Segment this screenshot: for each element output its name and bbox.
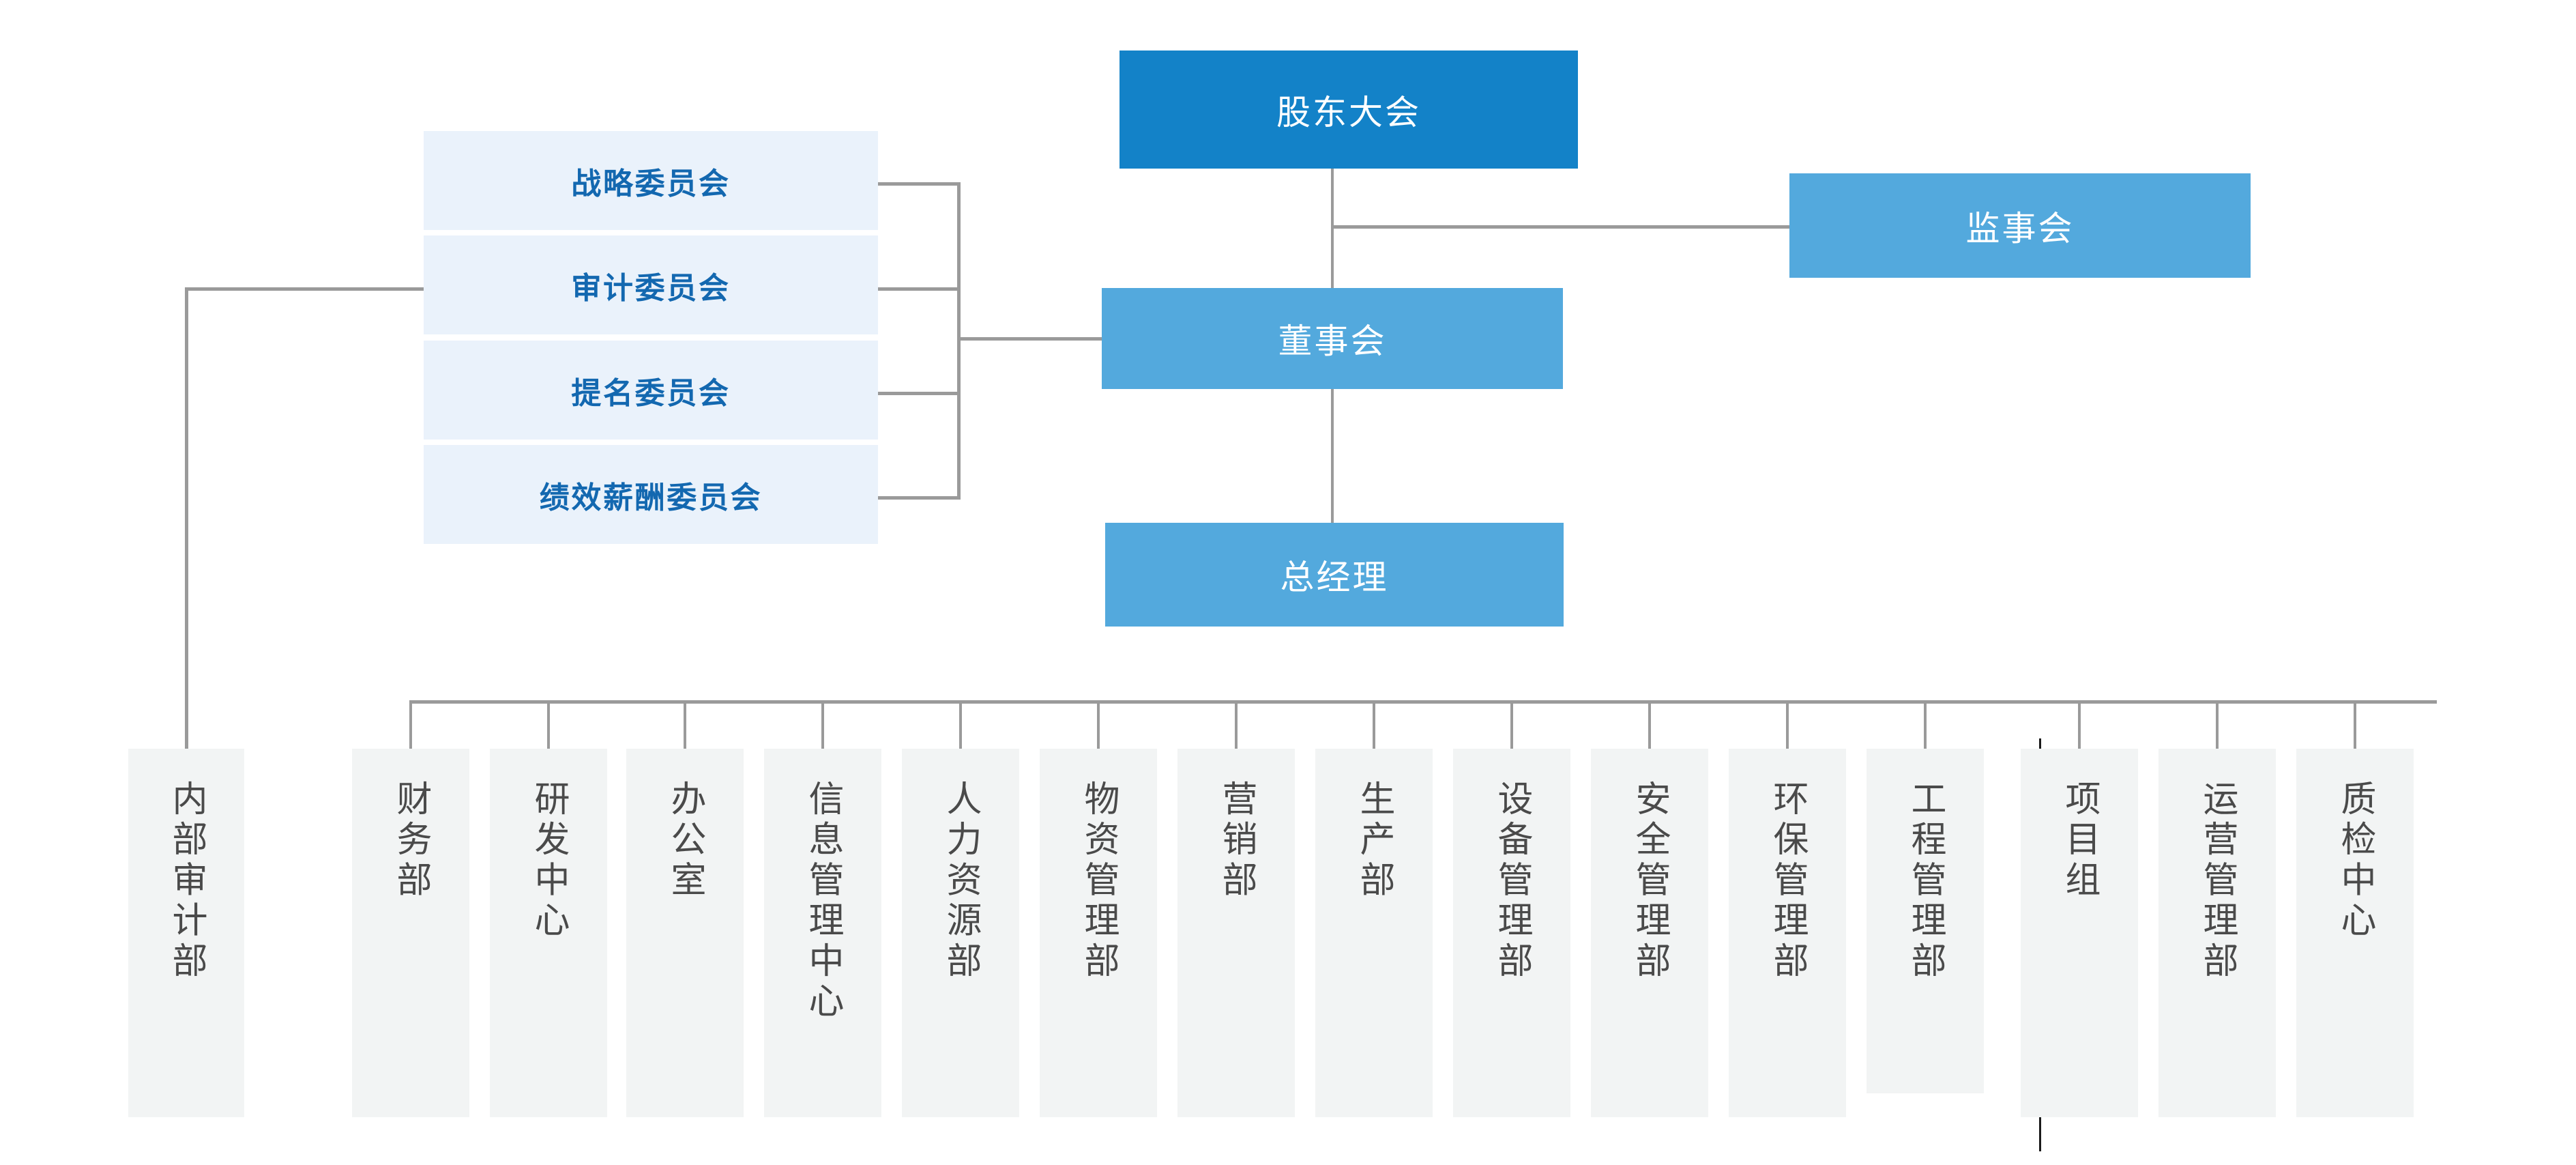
connector-board-to-committee-bus	[957, 337, 1104, 341]
node-label: 战略委员会	[571, 167, 731, 201]
node-department-3[interactable]: 办公室	[626, 749, 744, 1117]
node-department-7[interactable]: 营销部	[1177, 749, 1295, 1117]
connector-drop-department-4	[821, 700, 824, 749]
department-horizontal-bus	[411, 700, 2437, 704]
connector-drop-department-3	[684, 700, 686, 749]
department-label: 安全管理部	[1629, 780, 1670, 983]
department-label: 研发中心	[528, 780, 569, 943]
department-label: 环保管理部	[1767, 780, 1808, 983]
connector-committee-3	[877, 392, 961, 395]
connector-committee-4	[877, 496, 961, 500]
department-label: 质检中心	[2334, 780, 2375, 943]
node-department-2[interactable]: 研发中心	[490, 749, 607, 1117]
connector-drop-department-10	[1648, 700, 1651, 749]
node-committee-1[interactable]: 战略委员会	[424, 131, 878, 230]
node-board-of-directors[interactable]: 董事会	[1102, 288, 1563, 389]
department-label: 财务部	[390, 780, 431, 902]
node-label: 总经理	[1280, 558, 1389, 596]
node-department-13[interactable]: 项目组	[2021, 749, 2138, 1117]
connector-drop-department-14	[2216, 700, 2219, 749]
node-label: 股东大会	[1276, 93, 1421, 132]
node-board-of-supervisors[interactable]: 监事会	[1789, 173, 2251, 278]
connector-shareholders-to-supervisors	[1331, 225, 1789, 229]
node-label: 审计委员会	[571, 271, 731, 305]
connector-audit-to-internal-audit	[185, 287, 188, 817]
node-shareholders-meeting[interactable]: 股东大会	[1119, 51, 1578, 169]
node-department-5[interactable]: 人力资源部	[902, 749, 1019, 1117]
connector-drop-department-13	[2078, 700, 2081, 749]
connector-drop-department-2	[547, 700, 550, 749]
department-label: 营销部	[1216, 780, 1257, 902]
node-label: 监事会	[1965, 209, 2075, 248]
connector-committee-2	[877, 287, 961, 291]
connector-audit-committee-stub-left	[185, 287, 425, 291]
node-department-1[interactable]: 财务部	[352, 749, 469, 1117]
node-department-10[interactable]: 安全管理部	[1591, 749, 1708, 1117]
node-label: 董事会	[1278, 322, 1387, 360]
node-committee-2[interactable]: 审计委员会	[424, 235, 878, 334]
connector-drop-department-11	[1786, 700, 1789, 749]
department-label: 内部审计部	[166, 780, 207, 983]
department-label: 设备管理部	[1491, 780, 1532, 983]
department-label: 信息管理中心	[802, 780, 843, 1023]
node-department-15[interactable]: 质检中心	[2296, 749, 2414, 1117]
node-general-manager[interactable]: 总经理	[1105, 523, 1564, 627]
node-department-12[interactable]: 工程管理部	[1867, 749, 1984, 1093]
node-label: 提名委员会	[571, 376, 731, 410]
node-department-6[interactable]: 物资管理部	[1040, 749, 1157, 1117]
node-department-9[interactable]: 设备管理部	[1453, 749, 1570, 1117]
department-label: 工程管理部	[1905, 780, 1946, 983]
node-committee-4[interactable]: 绩效薪酬委员会	[424, 445, 878, 544]
node-committee-3[interactable]: 提名委员会	[424, 341, 878, 440]
node-department-14[interactable]: 运营管理部	[2158, 749, 2276, 1117]
department-label: 物资管理部	[1078, 780, 1119, 983]
connector-drop-department-8	[1373, 700, 1375, 749]
department-label: 人力资源部	[940, 780, 981, 983]
department-label: 办公室	[664, 780, 705, 902]
department-label: 运营管理部	[2197, 780, 2238, 983]
connector-drop-department-12	[1924, 700, 1927, 749]
committee-vertical-bus	[957, 182, 961, 496]
node-department-11[interactable]: 环保管理部	[1729, 749, 1846, 1117]
department-label: 项目组	[2059, 780, 2100, 902]
node-department-8[interactable]: 生产部	[1315, 749, 1433, 1117]
node-label: 绩效薪酬委员会	[539, 480, 763, 515]
connector-drop-department-6	[1097, 700, 1100, 749]
connector-drop-department-7	[1235, 700, 1238, 749]
connector-drop-department-15	[2354, 700, 2356, 749]
connector-drop-department-1	[409, 700, 412, 749]
connector-drop-department-5	[959, 700, 962, 749]
connector-board-to-gm	[1331, 389, 1334, 523]
node-department-4[interactable]: 信息管理中心	[764, 749, 881, 1117]
connector-drop-department-9	[1510, 700, 1513, 749]
connector-committee-1	[877, 182, 961, 186]
node-internal-audit-department[interactable]: 内部审计部	[128, 749, 244, 1117]
connector-shareholders-to-board	[1331, 169, 1334, 289]
department-label: 生产部	[1353, 780, 1394, 902]
